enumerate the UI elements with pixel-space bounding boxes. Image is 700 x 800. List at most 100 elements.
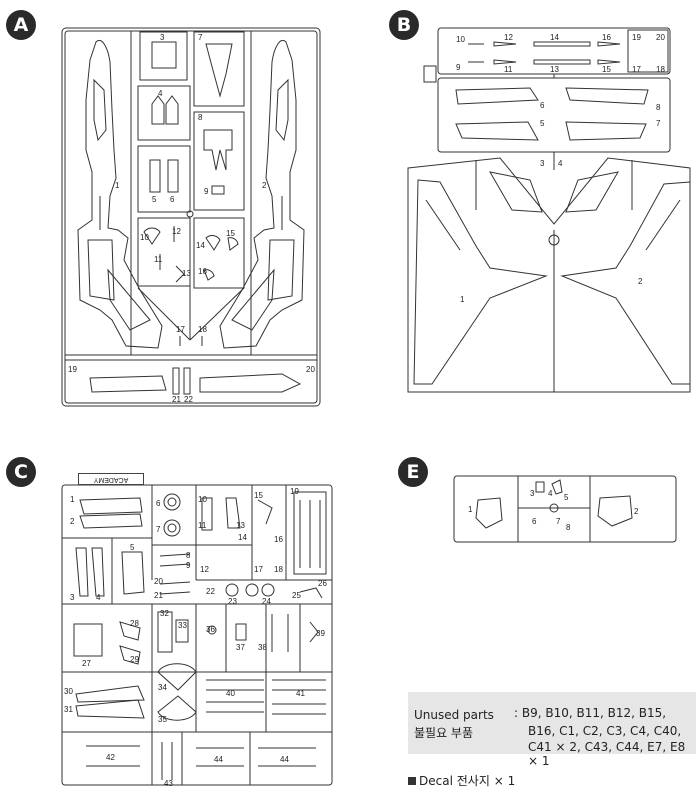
- unused-parts-note: Unused parts 불필요 부품 : B9, B10, B11, B12,…: [408, 692, 696, 768]
- part-b18: 18: [656, 65, 665, 74]
- part-b8: 8: [656, 103, 661, 112]
- sprue-b-part-numbers: 1 2 3 4 5 6 7 8 9 10 11 12 13 14 15 16 1…: [456, 33, 665, 304]
- part-a2: 2: [262, 181, 267, 190]
- part-b7: 7: [656, 119, 661, 128]
- part-c44: 44: [214, 755, 223, 764]
- part-a3: 3: [160, 33, 165, 42]
- part-a14: 14: [196, 241, 205, 250]
- part-b11: 11: [504, 65, 513, 74]
- part-c41: 41: [296, 689, 305, 698]
- part-c31: 31: [64, 705, 73, 714]
- part-a19: 19: [68, 365, 77, 374]
- part-c39: 39: [316, 629, 325, 638]
- part-c29: 29: [130, 655, 139, 664]
- part-c4: 4: [96, 593, 101, 602]
- part-a17: 17: [176, 325, 185, 334]
- part-e6: 6: [532, 517, 537, 526]
- sprue-a-part-numbers: 1 2 3 4 5 6 7 8 9 10 11 12 13 14 15 16 1…: [68, 33, 315, 404]
- part-c17: 17: [254, 565, 263, 574]
- part-a7: 7: [198, 33, 203, 42]
- part-a16: 16: [198, 267, 207, 276]
- part-b20: 20: [656, 33, 665, 42]
- part-c36: 36: [206, 625, 215, 634]
- sprue-a-frame: [61, 27, 321, 407]
- part-c37: 37: [236, 643, 245, 652]
- part-a6: 6: [170, 195, 175, 204]
- part-c14: 14: [238, 533, 247, 542]
- part-a11: 11: [154, 255, 163, 264]
- part-b13: 13: [550, 65, 559, 74]
- part-a21: 21: [172, 395, 181, 404]
- part-a5: 5: [152, 195, 157, 204]
- part-b17: 17: [632, 65, 641, 74]
- part-a12: 12: [172, 227, 181, 236]
- sprue-e-part-numbers: 1 2 3 4 5 6 7 8: [468, 489, 639, 532]
- unused-parts-label-ko: 불필요 부품: [414, 726, 474, 740]
- part-c7: 7: [156, 525, 161, 534]
- part-c43: 43: [164, 779, 173, 788]
- part-b19: 19: [632, 33, 641, 42]
- part-c23: 23: [228, 597, 237, 606]
- part-b9: 9: [456, 63, 461, 72]
- part-c25: 25: [292, 591, 301, 600]
- decal-label: Decal: [419, 774, 453, 788]
- unused-parts-label-en: Unused parts: [414, 708, 494, 722]
- part-c30: 30: [64, 687, 73, 696]
- part-e1: 1: [468, 505, 473, 514]
- part-a22: 22: [184, 395, 193, 404]
- part-c5: 5: [130, 543, 135, 552]
- part-c27: 27: [82, 659, 91, 668]
- part-c35: 35: [158, 715, 167, 724]
- decal-note: Decal 전사지 × 1: [408, 772, 515, 789]
- part-c44b: 44: [280, 755, 289, 764]
- part-c13: 13: [236, 521, 245, 530]
- part-c40: 40: [226, 689, 235, 698]
- part-c3: 3: [70, 593, 75, 602]
- part-c18: 18: [274, 565, 283, 574]
- part-a10: 10: [140, 233, 149, 242]
- part-c26: 26: [318, 579, 327, 588]
- part-c22: 22: [206, 587, 215, 596]
- part-c28: 28: [130, 619, 139, 628]
- part-c16: 16: [274, 535, 283, 544]
- part-a18: 18: [198, 325, 207, 334]
- part-b2: 2: [638, 277, 643, 286]
- academy-logo-text: ACADEMY: [78, 473, 144, 485]
- part-c21: 21: [154, 591, 163, 600]
- part-c38: 38: [258, 643, 267, 652]
- part-c8: 8: [186, 551, 191, 560]
- unused-parts-line1: : B9, B10, B11, B12, B15,: [514, 706, 667, 720]
- part-e4: 4: [548, 489, 553, 498]
- part-c34: 34: [158, 683, 167, 692]
- sprue-c-frame: [61, 484, 333, 786]
- part-b16: 16: [602, 33, 611, 42]
- part-c12: 12: [200, 565, 209, 574]
- sprue-e-badge: E: [398, 457, 428, 487]
- sprue-e-frame: [453, 475, 677, 543]
- part-b14: 14: [550, 33, 559, 42]
- decal-count: × 1: [493, 774, 516, 788]
- sprue-a-badge: A: [6, 10, 36, 40]
- part-b1: 1: [460, 295, 465, 304]
- part-c10: 10: [198, 495, 207, 504]
- square-bullet-icon: [408, 777, 416, 785]
- part-c33: 33: [178, 621, 187, 630]
- unused-parts-label: Unused parts 불필요 부품: [414, 706, 494, 742]
- unused-parts-line3: C41 × 2, C43, C44, E7, E8 × 1: [528, 740, 686, 768]
- part-a9: 9: [204, 187, 209, 196]
- part-e3: 3: [530, 489, 535, 498]
- part-a8: 8: [198, 113, 203, 122]
- unused-parts-line2: B16, C1, C2, C3, C4, C40,: [528, 724, 682, 738]
- part-c11: 11: [198, 521, 207, 530]
- sprue-c-badge: C: [6, 457, 36, 487]
- part-a20: 20: [306, 365, 315, 374]
- part-e2: 2: [634, 507, 639, 516]
- part-c1: 1: [70, 495, 75, 504]
- part-c20: 20: [154, 577, 163, 586]
- part-c2: 2: [70, 517, 75, 526]
- part-b5: 5: [540, 119, 545, 128]
- part-a1: 1: [115, 181, 120, 190]
- part-a15: 15: [226, 229, 235, 238]
- part-a4: 4: [158, 89, 163, 98]
